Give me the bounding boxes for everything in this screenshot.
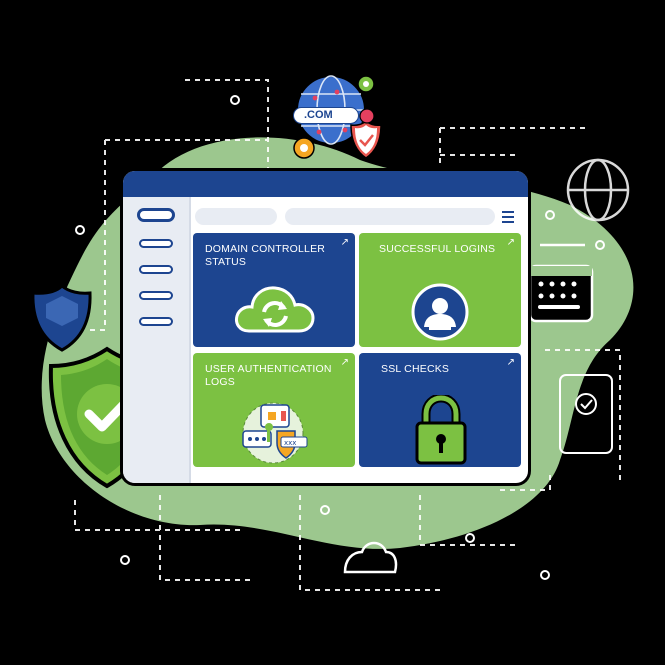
tile-title: USER AUTHENTICATION LOGS	[205, 363, 332, 388]
expand-arrow-icon[interactable]: ↗	[506, 357, 515, 368]
mobile-device-icon	[559, 374, 613, 454]
toolbar-placeholder	[195, 208, 277, 225]
sidebar-item[interactable]	[139, 317, 173, 326]
svg-text:xxx: xxx	[284, 439, 296, 447]
dashboard-window: DOMAIN CONTROLLER STATUS ↗ SUCCESSFUL LO…	[123, 171, 528, 483]
cloud-outline-icon	[343, 541, 398, 574]
tile-domain-controller-status[interactable]: DOMAIN CONTROLLER STATUS ↗	[193, 233, 355, 347]
sidebar	[123, 197, 191, 483]
red-shield-icon	[350, 119, 382, 159]
sidebar-item[interactable]	[139, 239, 173, 248]
search-icon	[359, 108, 375, 124]
search-bar-placeholder[interactable]	[285, 208, 495, 225]
tile-title: SSL CHECKS	[381, 363, 450, 375]
tile-successful-logins[interactable]: SUCCESSFUL LOGINS ↗	[359, 233, 521, 347]
sidebar-item[interactable]	[139, 265, 173, 274]
orange-gear-icon	[293, 137, 315, 159]
menu-icon[interactable]	[502, 211, 516, 223]
outline-globe-icon	[566, 158, 630, 222]
sidebar-item-active[interactable]	[137, 208, 175, 222]
green-gear-icon	[357, 75, 375, 93]
tile-title: DOMAIN CONTROLLER STATUS	[205, 243, 326, 268]
domain-pill: .COM	[293, 107, 359, 124]
expand-arrow-icon[interactable]: ↗	[340, 357, 349, 368]
small-shield-icon	[31, 283, 92, 352]
padlock-icon	[415, 395, 467, 465]
user-badge-icon	[411, 283, 469, 341]
expand-arrow-icon[interactable]: ↗	[506, 237, 515, 248]
keyboard-icon	[528, 264, 594, 323]
sidebar-item[interactable]	[139, 291, 173, 300]
cloud-sync-icon	[235, 286, 315, 333]
window-titlebar	[123, 171, 528, 197]
authentication-icon: xxx	[242, 402, 308, 464]
tile-ssl-checks[interactable]: SSL CHECKS ↗	[359, 353, 521, 467]
tile-title: SUCCESSFUL LOGINS	[379, 243, 496, 255]
expand-arrow-icon[interactable]: ↗	[340, 237, 349, 248]
tile-user-authentication-logs[interactable]: USER AUTHENTICATION LOGS ↗ xxx	[193, 353, 355, 467]
